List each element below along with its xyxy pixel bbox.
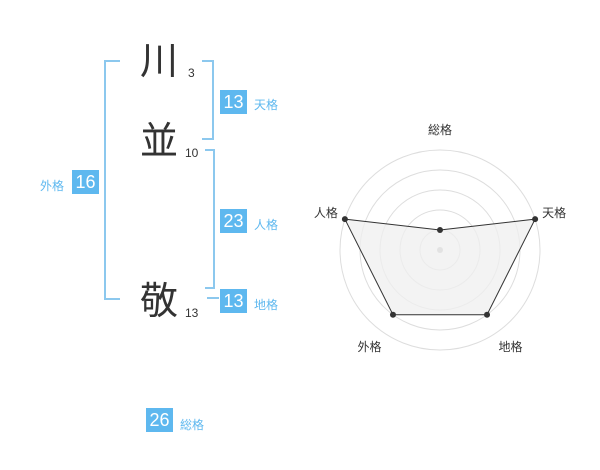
tenkaku-value-badge: 13 xyxy=(220,90,247,114)
gaikaku-bracket xyxy=(104,60,120,300)
soukaku-label: 総格 xyxy=(180,418,205,432)
soukaku-value-badge: 26 xyxy=(146,408,173,432)
radar-point-3 xyxy=(484,311,491,318)
radar-point-2 xyxy=(532,216,539,223)
gaikaku-label: 外格 xyxy=(40,179,65,193)
name-char-1: 川 xyxy=(139,39,179,83)
radar-point-4 xyxy=(389,311,396,318)
tenkaku-bracket xyxy=(202,60,214,140)
radar-series-area xyxy=(344,218,536,316)
radar-axis-label-1: 総格 xyxy=(428,122,452,137)
chikaku-line xyxy=(207,297,219,299)
name-char-2: 並 xyxy=(139,119,179,163)
jinkaku-value-badge: 23 xyxy=(220,209,247,233)
name-char-3: 敬 xyxy=(139,279,179,323)
radar-axis-label-3: 地格 xyxy=(499,339,523,354)
radar-axis-label-5: 人格 xyxy=(314,205,338,220)
stroke-count-1: 3 xyxy=(188,66,195,80)
stroke-count-2: 10 xyxy=(185,146,199,160)
radar-point-5 xyxy=(341,216,348,223)
tenkaku-label: 天格 xyxy=(254,98,279,112)
stroke-count-3: 13 xyxy=(185,306,199,320)
jinkaku-label: 人格 xyxy=(254,218,279,232)
radar-axis-label-4: 外格 xyxy=(357,339,381,354)
radar-grid-ring xyxy=(339,149,541,351)
radar-point-1 xyxy=(437,227,443,233)
gaikaku-value-badge: 16 xyxy=(72,170,99,194)
jinkaku-bracket xyxy=(205,149,215,289)
chikaku-label: 地格 xyxy=(254,298,279,312)
chikaku-value-badge: 13 xyxy=(220,289,247,313)
radar-axis-label-2: 天格 xyxy=(542,205,566,220)
